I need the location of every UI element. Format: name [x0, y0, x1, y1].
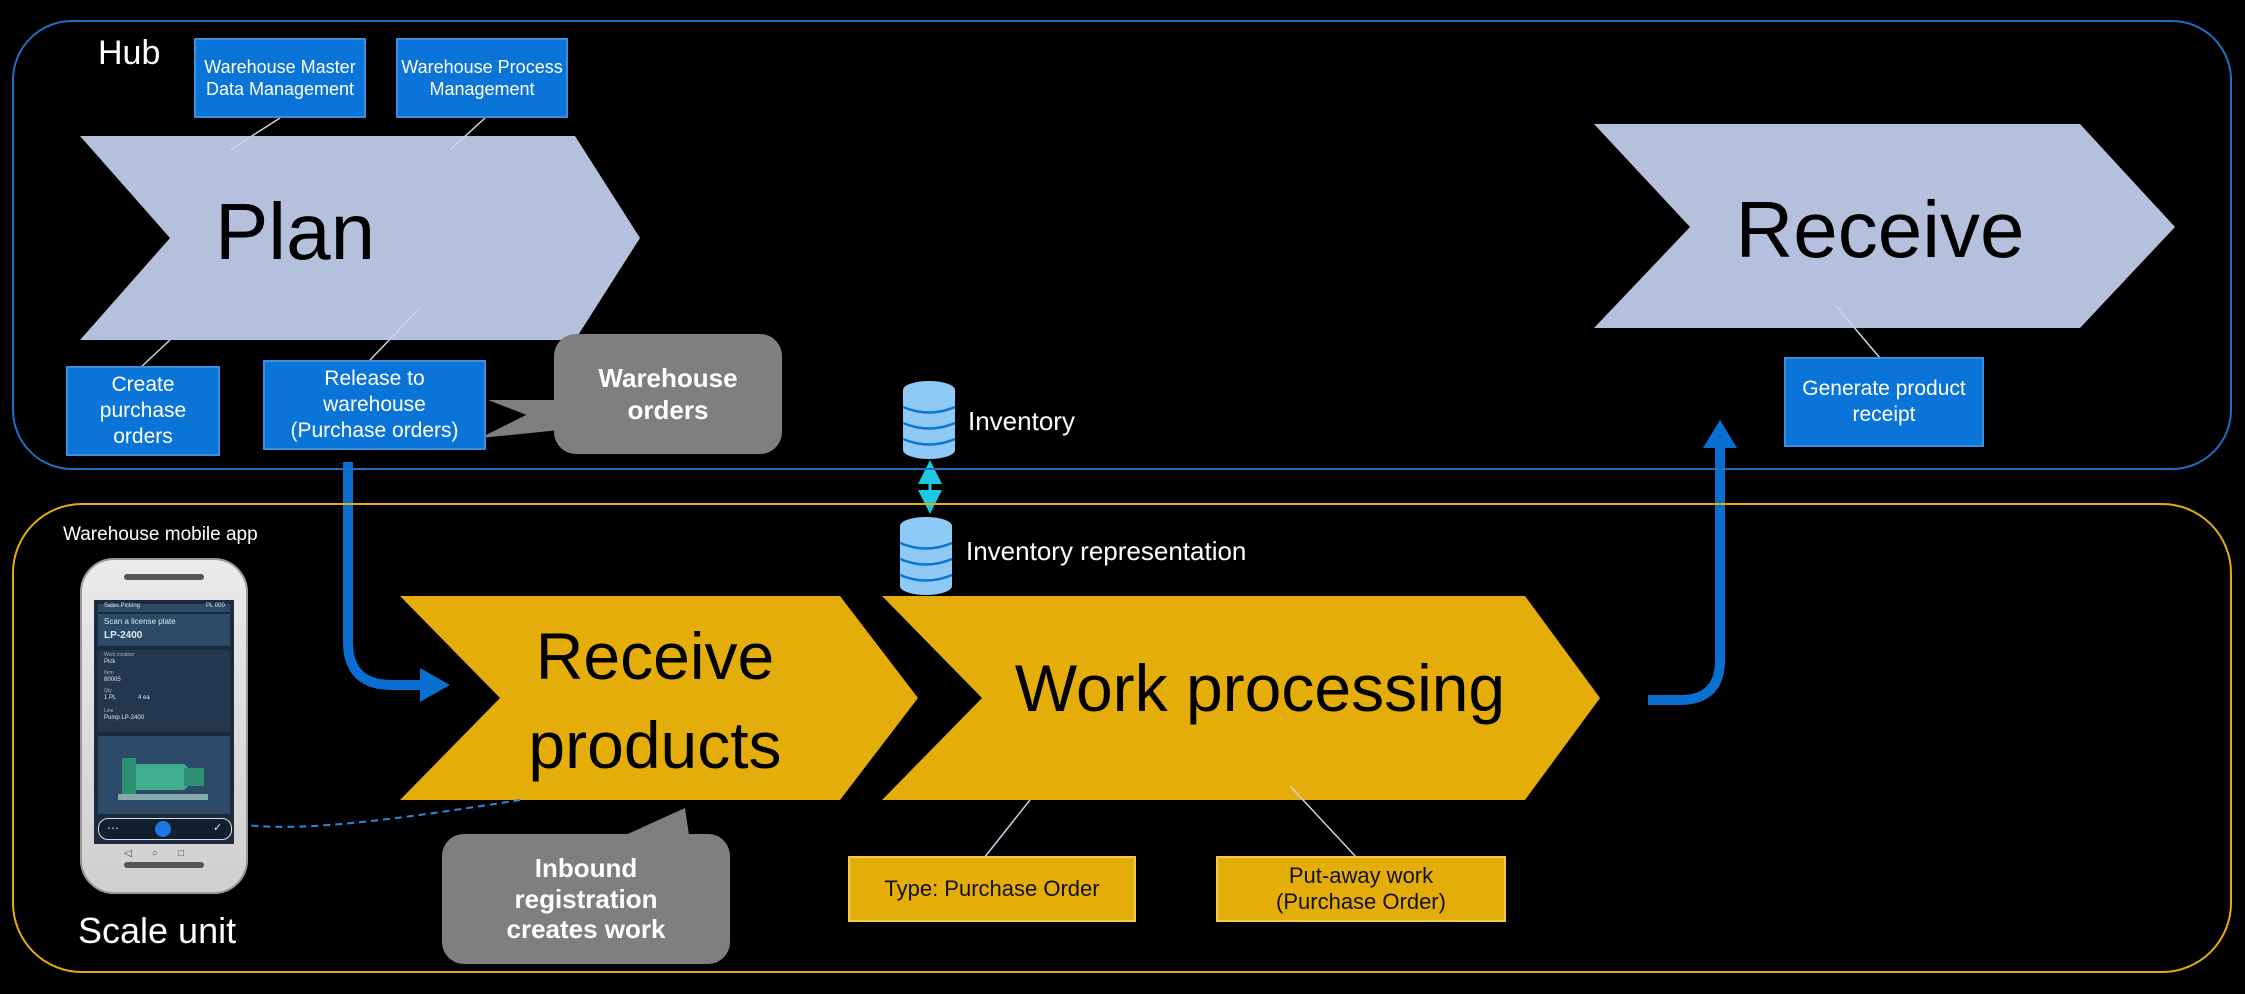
field1-value: Pick: [104, 659, 116, 665]
scale-unit-title: Scale unit: [78, 910, 237, 951]
connector-line: [1289, 785, 1358, 859]
inbound-tail: [610, 808, 690, 842]
scan-label: Scan a license plate: [104, 617, 176, 626]
connector-line: [369, 307, 421, 361]
screen-header-right: PL 000: [206, 603, 225, 609]
pump-image: [118, 758, 208, 800]
scan-button-icon: [155, 821, 171, 837]
field3-value: 1 PL: [104, 695, 117, 701]
inventory-representation-label: Inventory representation: [966, 536, 1247, 566]
check-icon: ✓: [213, 822, 223, 834]
receipt-arrowhead: [1703, 420, 1737, 448]
connector-line: [229, 117, 281, 151]
device-screen: Sales Picking PL 000 Scan a license plat…: [94, 600, 234, 844]
details-card: Work location Pick Item 80005 Qty 1 PL 4…: [98, 650, 230, 732]
release-label: Release to warehouse (Purchase orders): [290, 366, 459, 443]
type-box-label: Type: Purchase Order: [884, 876, 1100, 902]
warehouse-orders-callout: Warehouse orders: [554, 334, 782, 454]
release-arrowhead: [420, 668, 450, 702]
master-data-label: Warehouse Master Data Management: [204, 56, 356, 100]
putaway-box-label: Put-away work (Purchase Order): [1276, 862, 1446, 914]
mobile-device-image: Sales Picking PL 000 Scan a license plat…: [80, 558, 248, 894]
warehouse-orders-tail: [480, 398, 560, 438]
product-image: [98, 736, 230, 814]
field3-label: Qty: [104, 688, 112, 694]
field4-value: Pump LP-2400: [104, 715, 145, 721]
connector-line: [449, 117, 486, 151]
inbound-callout-label: Inbound registration creates work: [506, 852, 666, 945]
action-bar: ⋯ ✓: [98, 818, 232, 840]
field3-extra: 4 ea: [138, 695, 150, 701]
receipt-up-arrow: [1648, 448, 1725, 705]
inventory-label: Inventory: [968, 406, 1075, 436]
connector-line: [139, 339, 171, 369]
generate-receipt-box: Generate product receipt: [1784, 357, 1984, 447]
receive-label: Receive: [1735, 185, 2025, 274]
field2-value: 80005: [104, 677, 121, 683]
work-processing-chevron: [882, 596, 1600, 800]
inventory-db-icon: [902, 381, 956, 459]
receive-products-chevron: [400, 596, 918, 800]
inventory-representation-db-icon: [899, 517, 953, 595]
type-box: Type: Purchase Order: [848, 856, 1136, 922]
scale-unit-panel: [12, 503, 2232, 973]
plan-chevron: [80, 136, 640, 340]
receive-chevron: [1594, 124, 2175, 328]
android-nav-bar: ◁○□: [124, 848, 204, 859]
field4-label: Line: [104, 708, 114, 714]
create-po-box: Create purchase orders: [66, 366, 220, 456]
scan-card: Scan a license plate LP-2400: [98, 614, 230, 646]
release-down-arrow: [343, 462, 420, 690]
lp-value: LP-2400: [104, 630, 143, 641]
plan-label: Plan: [214, 187, 376, 276]
speaker-grille: [124, 574, 204, 580]
screen-header-text: Sales Picking: [104, 603, 141, 609]
field1-label: Work location: [104, 652, 135, 658]
create-po-label: Create purchase orders: [99, 372, 187, 449]
field2-label: Item: [104, 670, 114, 676]
screen-header: Sales Picking PL 000: [98, 603, 230, 612]
inbound-callout: Inbound registration creates work: [442, 834, 730, 964]
speaker-grille: [124, 862, 204, 868]
connector-line: [983, 799, 1031, 859]
process-management-label: Warehouse Process Management: [401, 56, 563, 100]
work-processing-label: Work processing: [1014, 651, 1506, 725]
generate-receipt-label: Generate product receipt: [1802, 376, 1966, 426]
warehouse-orders-label: Warehouse orders: [598, 362, 738, 426]
hub-panel: [12, 20, 2232, 470]
more-icon: ⋯: [107, 821, 119, 835]
release-box: Release to warehouse (Purchase orders): [263, 360, 486, 450]
putaway-box: Put-away work (Purchase Order): [1216, 856, 1506, 922]
mobile-app-label: Warehouse mobile app: [63, 524, 258, 545]
connector-line: [1835, 305, 1881, 359]
receive-products-label: Receive products: [528, 619, 782, 783]
process-management-box: Warehouse Process Management: [396, 38, 568, 118]
hub-title: Hub: [98, 34, 161, 72]
master-data-box: Warehouse Master Data Management: [194, 38, 366, 118]
